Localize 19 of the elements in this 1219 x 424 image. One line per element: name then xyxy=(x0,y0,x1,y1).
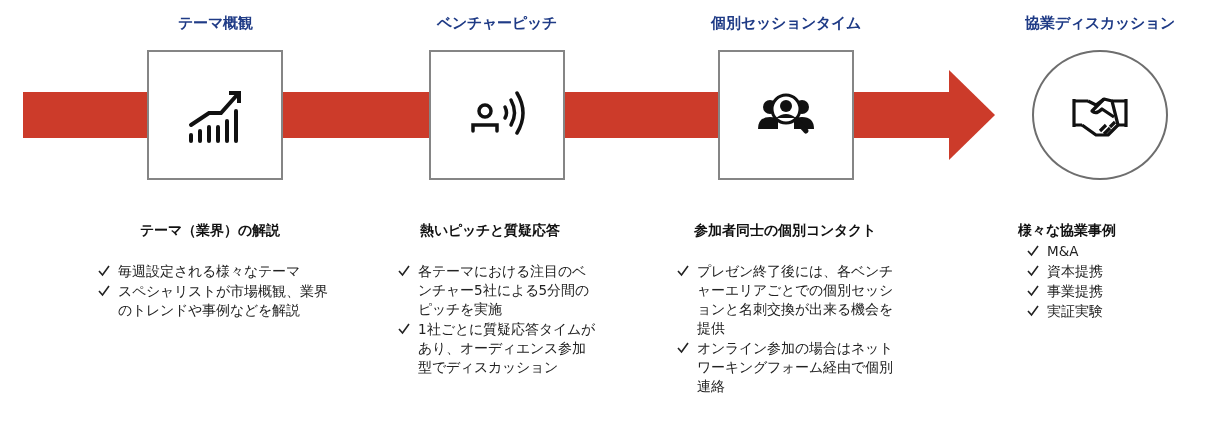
bullet-text: スペシャリストが市場概観、業界のトレンドや事例などを解説 xyxy=(118,282,329,320)
subheading: 参加者同士の個別コンタクト xyxy=(694,222,876,240)
bullet-text: 資本提携 xyxy=(1047,262,1104,281)
step-title: 個別セッションタイム xyxy=(709,14,862,33)
bullet-text: 事業提携 xyxy=(1047,282,1104,301)
bullet-text: オンライン参加の場合はネットワーキングフォーム経由で個別連絡 xyxy=(697,339,894,396)
bullet-text: M&A xyxy=(1047,242,1080,261)
bullet-text: 実証実験 xyxy=(1047,302,1104,321)
step-title: テーマ概観 xyxy=(176,14,254,33)
subheading: 様々な協業事例 xyxy=(1018,222,1116,240)
process-arrow xyxy=(854,70,995,160)
step-title: 協業ディスカッション xyxy=(1024,14,1176,33)
step-title: ベンチャーピッチ xyxy=(436,14,558,33)
subheading: 熱いピッチと質疑応答 xyxy=(420,222,560,240)
subheading: テーマ（業界）の解説 xyxy=(140,222,280,240)
bullet-text: 毎週設定される様々なテーマ xyxy=(118,262,301,281)
bullet-text: 1社ごとに質疑応答タイムがあり、オーディエンス参加型でディスカッション xyxy=(418,320,596,377)
bullet-text: プレゼン終了後には、各ベンチャーエリアごとでの個別セッションと名刺交換が出来る機会を提供 xyxy=(697,262,894,338)
bullet-text: 各テーマにおける注目のベンチャー5社による5分間のピッチを実施 xyxy=(418,262,591,319)
